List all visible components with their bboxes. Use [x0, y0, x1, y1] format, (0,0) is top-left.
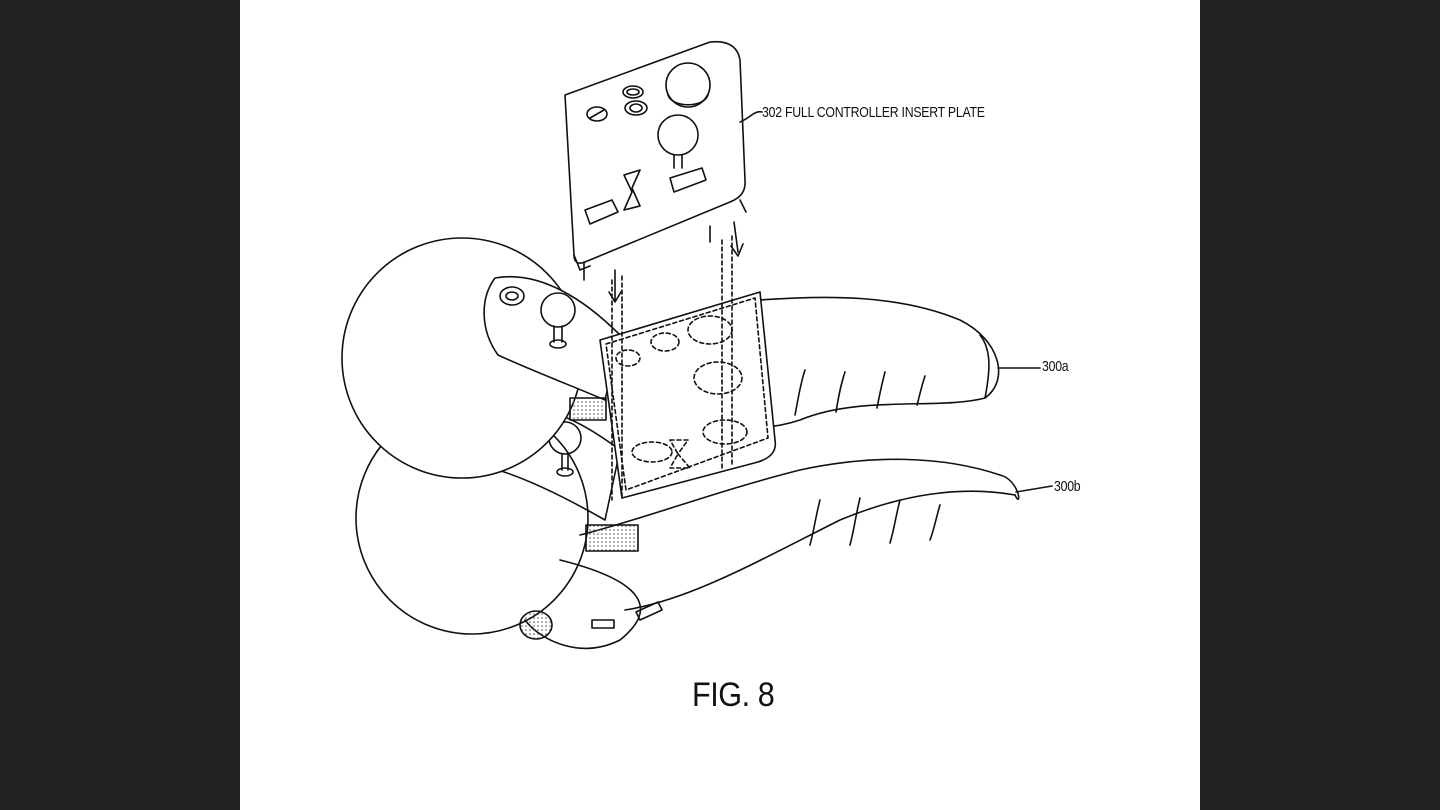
controller-300a — [341, 237, 1041, 479]
fig-8-drawing — [341, 40, 1053, 650]
insert-slot-outline — [599, 235, 777, 501]
label-300b: 300b — [1054, 478, 1081, 495]
patent-drawing-sheet: 302 FULL CONTROLLER INSERT PLATE 300a 30… — [240, 0, 1200, 810]
figure-caption: FIG. 8 — [692, 676, 775, 714]
insert-plate-302 — [564, 40, 763, 303]
label-300a: 300a — [1042, 358, 1069, 375]
label-302-insert-plate: 302 FULL CONTROLLER INSERT PLATE — [762, 104, 985, 121]
controller-300b — [355, 401, 1053, 650]
